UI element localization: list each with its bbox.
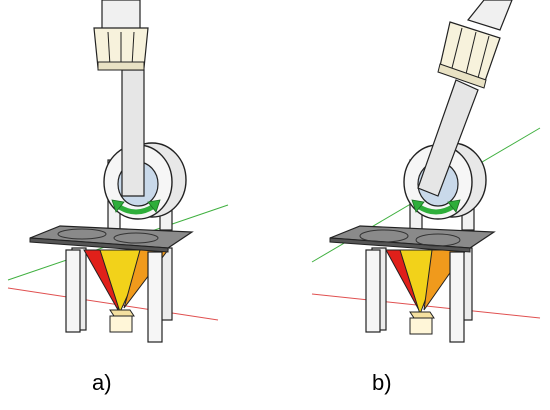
panel-a-leg-front-left: [65, 249, 81, 333]
panel-b-arm: [417, 79, 479, 197]
panel-b-label: b): [372, 370, 392, 395]
panel-a-plate-edge: [29, 237, 169, 253]
panel-a-arrow-head-right: [147, 199, 161, 213]
panel-a-leg-front-right: [147, 251, 163, 343]
panel-a-plate-cutout-2: [113, 232, 159, 244]
panel-b-leg-front-right: [449, 251, 465, 343]
panel-b-holder-base: [437, 63, 487, 89]
panel-a-plate-cutout-1: [57, 228, 107, 240]
panel-b-plate-cutout-2: [415, 233, 461, 247]
panel-b-holder-rib-1: [451, 27, 463, 69]
panel-a-holder-rib-1: [107, 31, 111, 67]
panel-b-arrow-head-right: [447, 199, 461, 213]
panel-a-source-box: [109, 315, 133, 333]
panel-b-rotation-arrow-icon: [416, 203, 456, 215]
panel-a-arrow-head-left: [111, 199, 125, 213]
panel-a-label: a): [92, 370, 112, 395]
panel-a-holder-rib-3: [131, 31, 135, 67]
panel-a-arm: [121, 69, 145, 197]
panel-b-source-box: [409, 317, 433, 335]
panel-b-arm-top: [466, 0, 513, 31]
panel-a-source-top: [109, 309, 135, 317]
panel-a-holder-base: [97, 61, 145, 71]
panel-b-plate-cutout-1: [359, 229, 409, 243]
panel-b-leg-front-left: [365, 249, 381, 333]
rotation-arrow-icon: [116, 203, 156, 215]
panel-a-x-axis: [7, 287, 219, 321]
panel-b-holder-rib-3: [477, 35, 490, 79]
panel-b-arrow-head-left: [411, 199, 425, 213]
panel-b-source-top: [409, 311, 435, 319]
panel-a-arm-top: [101, 0, 141, 31]
panel-b-scene: [311, 0, 541, 343]
panel-a-scene: [7, 0, 229, 343]
panel-b-holder-rib-2: [465, 31, 477, 75]
